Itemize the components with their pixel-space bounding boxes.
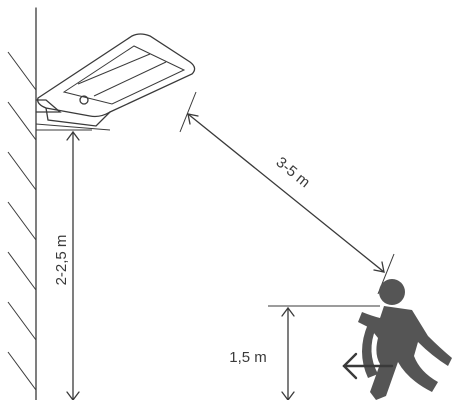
- solar-wall-lamp-icon: [35, 33, 196, 131]
- running-person-icon: [358, 279, 452, 400]
- person-height-dimension: 1,5 m: [229, 305, 380, 400]
- person-height-label: 1,5 m: [229, 349, 267, 366]
- detection-distance-label: 3-5 m: [273, 154, 313, 191]
- arrow-left-icon: [342, 352, 394, 380]
- detection-distance-dimension: 3-5 m: [179, 91, 395, 295]
- mount-height-dimension: 2-2,5 m: [36, 129, 92, 400]
- motion-sensor-icon: [79, 95, 89, 105]
- wall: [7, 7, 37, 400]
- wall-hatching: [7, 51, 37, 391]
- mount-height-label: 2-2,5 m: [53, 235, 70, 286]
